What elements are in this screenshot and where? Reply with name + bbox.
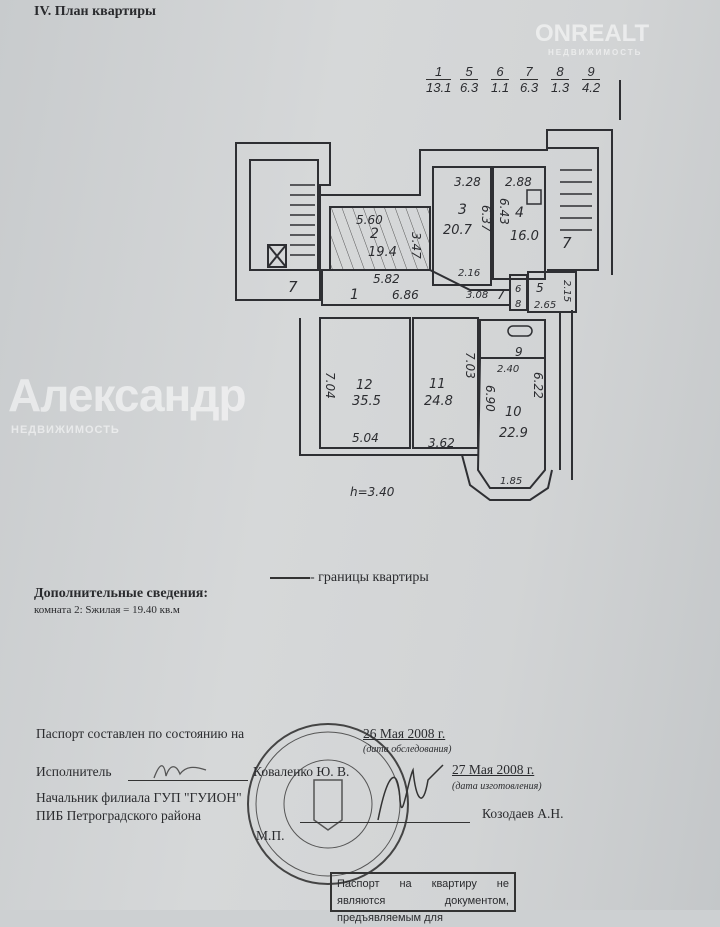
room-4 bbox=[492, 166, 546, 280]
dim-label: 7.04 bbox=[323, 372, 337, 399]
chief-label: ПИБ Петроградского района bbox=[36, 808, 201, 823]
dim-label: 6.90 bbox=[483, 385, 497, 412]
chief-signature-line bbox=[300, 822, 470, 823]
made-date: 27 Мая 2008 г. bbox=[452, 762, 535, 777]
dim-label: 2.40 bbox=[497, 364, 519, 375]
room-11 bbox=[412, 317, 479, 449]
room-number: 9 bbox=[515, 345, 523, 359]
dim-label: 2.16 bbox=[458, 268, 480, 279]
executor-name: Коваленко Ю. В. bbox=[253, 764, 350, 779]
left-stairwell bbox=[235, 142, 331, 301]
room-area: 16.0 bbox=[510, 229, 539, 244]
additional-info-heading: Дополнительные сведения: bbox=[34, 586, 209, 601]
dim-label: 2.65 bbox=[534, 300, 556, 311]
dim-label: 3.62 bbox=[428, 436, 455, 450]
executor-signature-line bbox=[128, 780, 248, 781]
dim-label: 6.86 bbox=[392, 288, 419, 302]
room-area: 35.5 bbox=[352, 394, 381, 409]
room-number: 5 bbox=[536, 281, 544, 295]
legend-text: - границы квартиры bbox=[310, 570, 429, 585]
watermark-logo: НЕДВИЖИМОСТЬ bbox=[11, 424, 120, 436]
dim-label: 5.60 bbox=[356, 213, 383, 227]
room-number: 7 bbox=[497, 288, 506, 303]
room-area: 20.7 bbox=[443, 223, 473, 238]
seal-place: М.П. bbox=[256, 828, 285, 843]
dim-label: 7.03 bbox=[463, 352, 477, 379]
room-2 bbox=[329, 206, 431, 271]
room-number: 6 bbox=[515, 284, 521, 295]
disclaimer-box: Паспорт на квартиру не являются документ… bbox=[330, 872, 516, 924]
room-5 bbox=[527, 271, 577, 313]
room-12 bbox=[319, 317, 411, 449]
bathtub-icon bbox=[507, 325, 533, 337]
additional-info-line: комната 2: Sжилая = 19.40 кв.м bbox=[34, 604, 180, 616]
dim-label: 6.37 bbox=[479, 205, 493, 232]
official-seal bbox=[247, 723, 409, 885]
dim-label: 3.47 bbox=[409, 232, 423, 259]
dim-label: 6.43 bbox=[497, 198, 511, 225]
dim-label: 3.08 bbox=[466, 290, 488, 301]
survey-caption: (дата обследования) bbox=[363, 744, 452, 755]
room-number: 11 bbox=[429, 377, 446, 392]
bay-window bbox=[461, 454, 553, 501]
room-number: 1 bbox=[350, 287, 359, 303]
room-number: 12 bbox=[356, 378, 373, 393]
room-number: 8 bbox=[515, 299, 521, 310]
dim-label: 5.82 bbox=[373, 272, 400, 286]
made-caption: (дата изготовления) bbox=[452, 781, 542, 792]
stove-icon bbox=[526, 189, 542, 205]
room-number: 10 bbox=[505, 405, 522, 420]
chief-name: Козодаев А.Н. bbox=[482, 806, 564, 821]
dim-label: 1.85 bbox=[500, 476, 522, 487]
room-number: 3 bbox=[458, 202, 467, 218]
dim-label: 2.88 bbox=[505, 175, 532, 189]
chief-label: Начальник филиала ГУП "ГУИОН" bbox=[36, 790, 242, 805]
signature-mark bbox=[377, 764, 444, 821]
watermark-logo: ONREALT bbox=[535, 20, 650, 47]
stair-label: 7 bbox=[288, 278, 298, 296]
room-area: 24.8 bbox=[424, 394, 453, 409]
compiled-label: Паспорт составлен по состоянию на bbox=[36, 726, 245, 741]
room-10 bbox=[476, 357, 546, 489]
room-area: 22.9 bbox=[499, 426, 528, 441]
watermark-logo: Александр bbox=[8, 369, 247, 421]
room-area: 19.4 bbox=[368, 245, 397, 260]
floor-plan: 5.60 2 19.4 3.47 3.28 3 20.7 6.37 2.16 2… bbox=[235, 80, 621, 501]
dim-label: 2.15 bbox=[561, 280, 572, 302]
ceiling-height: h=3.40 bbox=[350, 485, 395, 499]
right-stairwell bbox=[547, 147, 599, 271]
survey-date: 26 Мая 2008 г. bbox=[363, 726, 446, 741]
room-number: 2 bbox=[370, 226, 379, 242]
dim-label: 3.28 bbox=[454, 175, 481, 189]
page-title: IV. План квартиры bbox=[34, 4, 156, 19]
watermark-logo: НЕДВИЖИМОСТЬ bbox=[548, 48, 643, 57]
executor-signature bbox=[153, 765, 207, 779]
stair-label: 7 bbox=[562, 234, 572, 252]
dim-label: 5.04 bbox=[352, 431, 379, 445]
dim-label: 6.22 bbox=[531, 372, 545, 399]
room-number: 4 bbox=[515, 205, 524, 221]
executor-label: Исполнитель bbox=[36, 764, 112, 779]
legend: - границы квартиры bbox=[270, 570, 429, 586]
